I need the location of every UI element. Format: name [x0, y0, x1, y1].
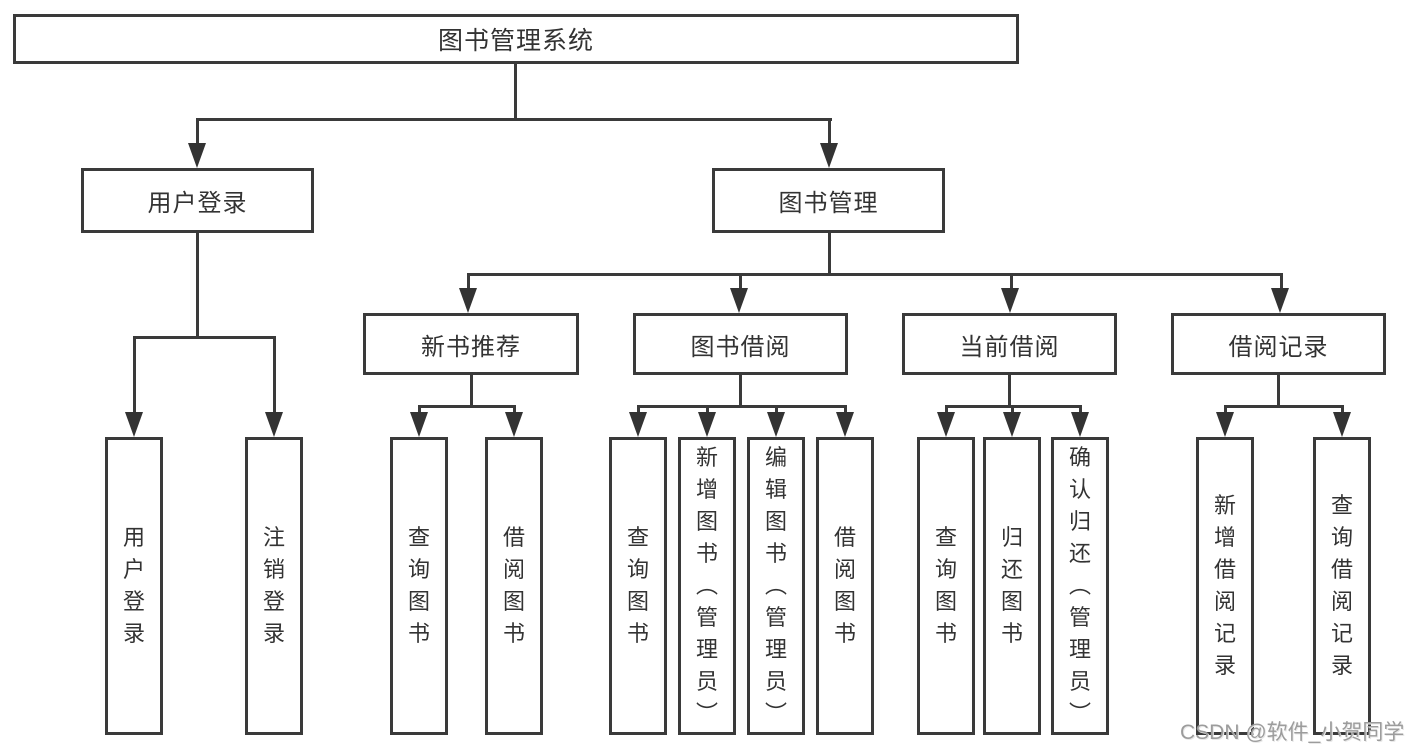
- arrow-down: [767, 412, 785, 437]
- connector-line: [1008, 375, 1011, 407]
- connector-line: [828, 233, 831, 275]
- leaf-user-login: 用户登录: [105, 437, 163, 735]
- connector-line: [739, 375, 742, 407]
- node-book-management: 图书管理: [712, 168, 945, 233]
- arrow-down: [937, 412, 955, 437]
- arrow-down: [188, 143, 206, 168]
- node-borrow-records: 借阅记录: [1171, 313, 1386, 375]
- connector-line: [470, 375, 473, 407]
- leaf-query-books-newbook: 查询图书: [390, 437, 448, 735]
- connector-line: [196, 118, 832, 121]
- connector-line: [273, 336, 276, 416]
- arrow-down: [410, 412, 428, 437]
- leaf-add-book-admin: 新增图书︵管理员︶: [678, 437, 736, 735]
- arrow-down: [730, 288, 748, 313]
- connector-line: [1010, 273, 1013, 298]
- arrow-down: [265, 412, 283, 437]
- connector-line: [196, 233, 199, 338]
- arrow-down: [1001, 288, 1019, 313]
- arrow-down: [505, 412, 523, 437]
- connector-line: [1277, 375, 1280, 407]
- node-new-book-recommend: 新书推荐: [363, 313, 579, 375]
- connector-line: [1280, 273, 1283, 298]
- arrow-down: [459, 288, 477, 313]
- arrow-down: [698, 412, 716, 437]
- node-root: 图书管理系统: [13, 14, 1019, 64]
- leaf-borrow-books-newbook: 借阅图书: [485, 437, 543, 735]
- arrow-down: [836, 412, 854, 437]
- connector-line: [739, 273, 742, 298]
- connector-line: [196, 118, 199, 158]
- arrow-down: [1271, 288, 1289, 313]
- arrow-down: [1333, 412, 1351, 437]
- leaf-logout: 注销登录: [245, 437, 303, 735]
- node-book-borrow: 图书借阅: [633, 313, 848, 375]
- connector-line: [467, 273, 470, 298]
- leaf-return-books: 归还图书: [983, 437, 1041, 735]
- node-user-login: 用户登录: [81, 168, 314, 233]
- connector-line: [133, 336, 136, 416]
- connector-line: [133, 336, 276, 339]
- leaf-add-borrow-record: 新增借阅记录: [1196, 437, 1254, 735]
- connector-line: [1224, 405, 1344, 408]
- arrow-down: [1071, 412, 1089, 437]
- leaf-query-borrow-record: 查询借阅记录: [1313, 437, 1371, 735]
- watermark: CSDN @软件_小贺同学: [1180, 721, 1405, 744]
- arrow-down: [1216, 412, 1234, 437]
- leaf-query-books-borrow: 查询图书: [609, 437, 667, 735]
- connector-line: [418, 405, 516, 408]
- connector-line: [514, 64, 517, 120]
- arrow-down: [820, 143, 838, 168]
- arrow-down: [125, 412, 143, 437]
- leaf-edit-book-admin: 编辑图书︵管理员︶: [747, 437, 805, 735]
- node-current-borrow: 当前借阅: [902, 313, 1117, 375]
- leaf-borrow-books-borrow: 借阅图书: [816, 437, 874, 735]
- leaf-query-books-current: 查询图书: [917, 437, 975, 735]
- connector-line: [828, 118, 831, 158]
- connector-line: [467, 273, 1283, 276]
- connector-line: [637, 405, 846, 408]
- arrow-down: [629, 412, 647, 437]
- arrow-down: [1003, 412, 1021, 437]
- leaf-confirm-return-admin: 确认归还︵管理员︶: [1051, 437, 1109, 735]
